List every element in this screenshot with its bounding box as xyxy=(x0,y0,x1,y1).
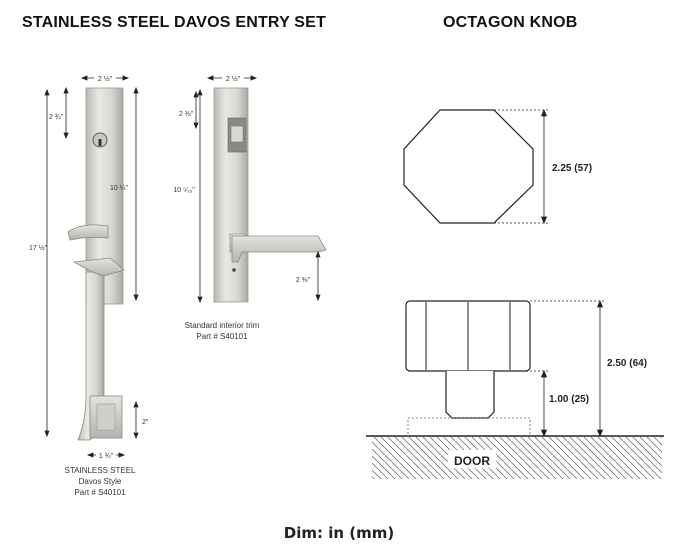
octagon-outline xyxy=(403,109,534,224)
knob-neck xyxy=(445,371,495,419)
exterior-overall-height-label: 17 ½" xyxy=(29,244,48,252)
thumbturn-icon xyxy=(230,125,244,143)
interior-plate-height-label: 10 ⁵⁄₁₆" xyxy=(173,187,195,194)
knob-projection-label: 2.50 (64) xyxy=(607,358,647,369)
interior-lever-offset-label: 2 ⅜" xyxy=(296,277,311,284)
interior-width-label: 2 ½" xyxy=(226,75,241,83)
interior-trim: 2 ½" 2 ⅜" 10 ⁵⁄₁₆" 2 ⅜" Standard interio… xyxy=(173,73,327,341)
octagon-side-view: DOOR 2.50 (64) 1.00 (25) xyxy=(366,299,664,479)
door-label: DOOR xyxy=(454,454,490,468)
exterior-caption-line3: Part # S40101 xyxy=(74,488,126,497)
knob-neck-label: 1.00 (25) xyxy=(549,394,589,405)
knob-rose xyxy=(407,417,531,437)
entry-set-title: STAINLESS STEEL DAVOS ENTRY SET xyxy=(22,14,327,31)
interior-caption-line2: Part # S40101 xyxy=(196,332,248,341)
exterior-cylinder-offset-label: 2 ¾" xyxy=(49,114,64,121)
exterior-width-label: 2 ½" xyxy=(98,75,113,83)
exterior-base-width-label: 1 ¾" xyxy=(99,453,114,460)
exterior-plate-height-label: 10 ¼" xyxy=(110,185,129,192)
thumb-piece xyxy=(67,224,109,241)
base-block xyxy=(89,395,123,439)
interior-thumbturn-offset-label: 2 ⅜" xyxy=(179,111,194,118)
interior-lever xyxy=(231,235,327,263)
interior-caption-line1: Standard interior trim xyxy=(185,321,260,330)
octagon-top-view: 2.25 (57) xyxy=(403,108,592,225)
octagon-knob-title: OCTAGON KNOB xyxy=(443,14,578,31)
exterior-handleset: 2 ½" 2 ¾" 10 ¼" 17 ½" 2" 1 ¾" STAINLESS … xyxy=(29,73,149,497)
knob-diameter-label: 2.25 (57) xyxy=(552,163,592,174)
exterior-caption-line2: Davos Style xyxy=(79,477,122,486)
dimension-units-note: Dim: in (mm) xyxy=(283,524,395,542)
exterior-caption-line1: STAINLESS STEEL xyxy=(65,466,137,475)
exterior-base-height-label: 2" xyxy=(142,419,149,426)
